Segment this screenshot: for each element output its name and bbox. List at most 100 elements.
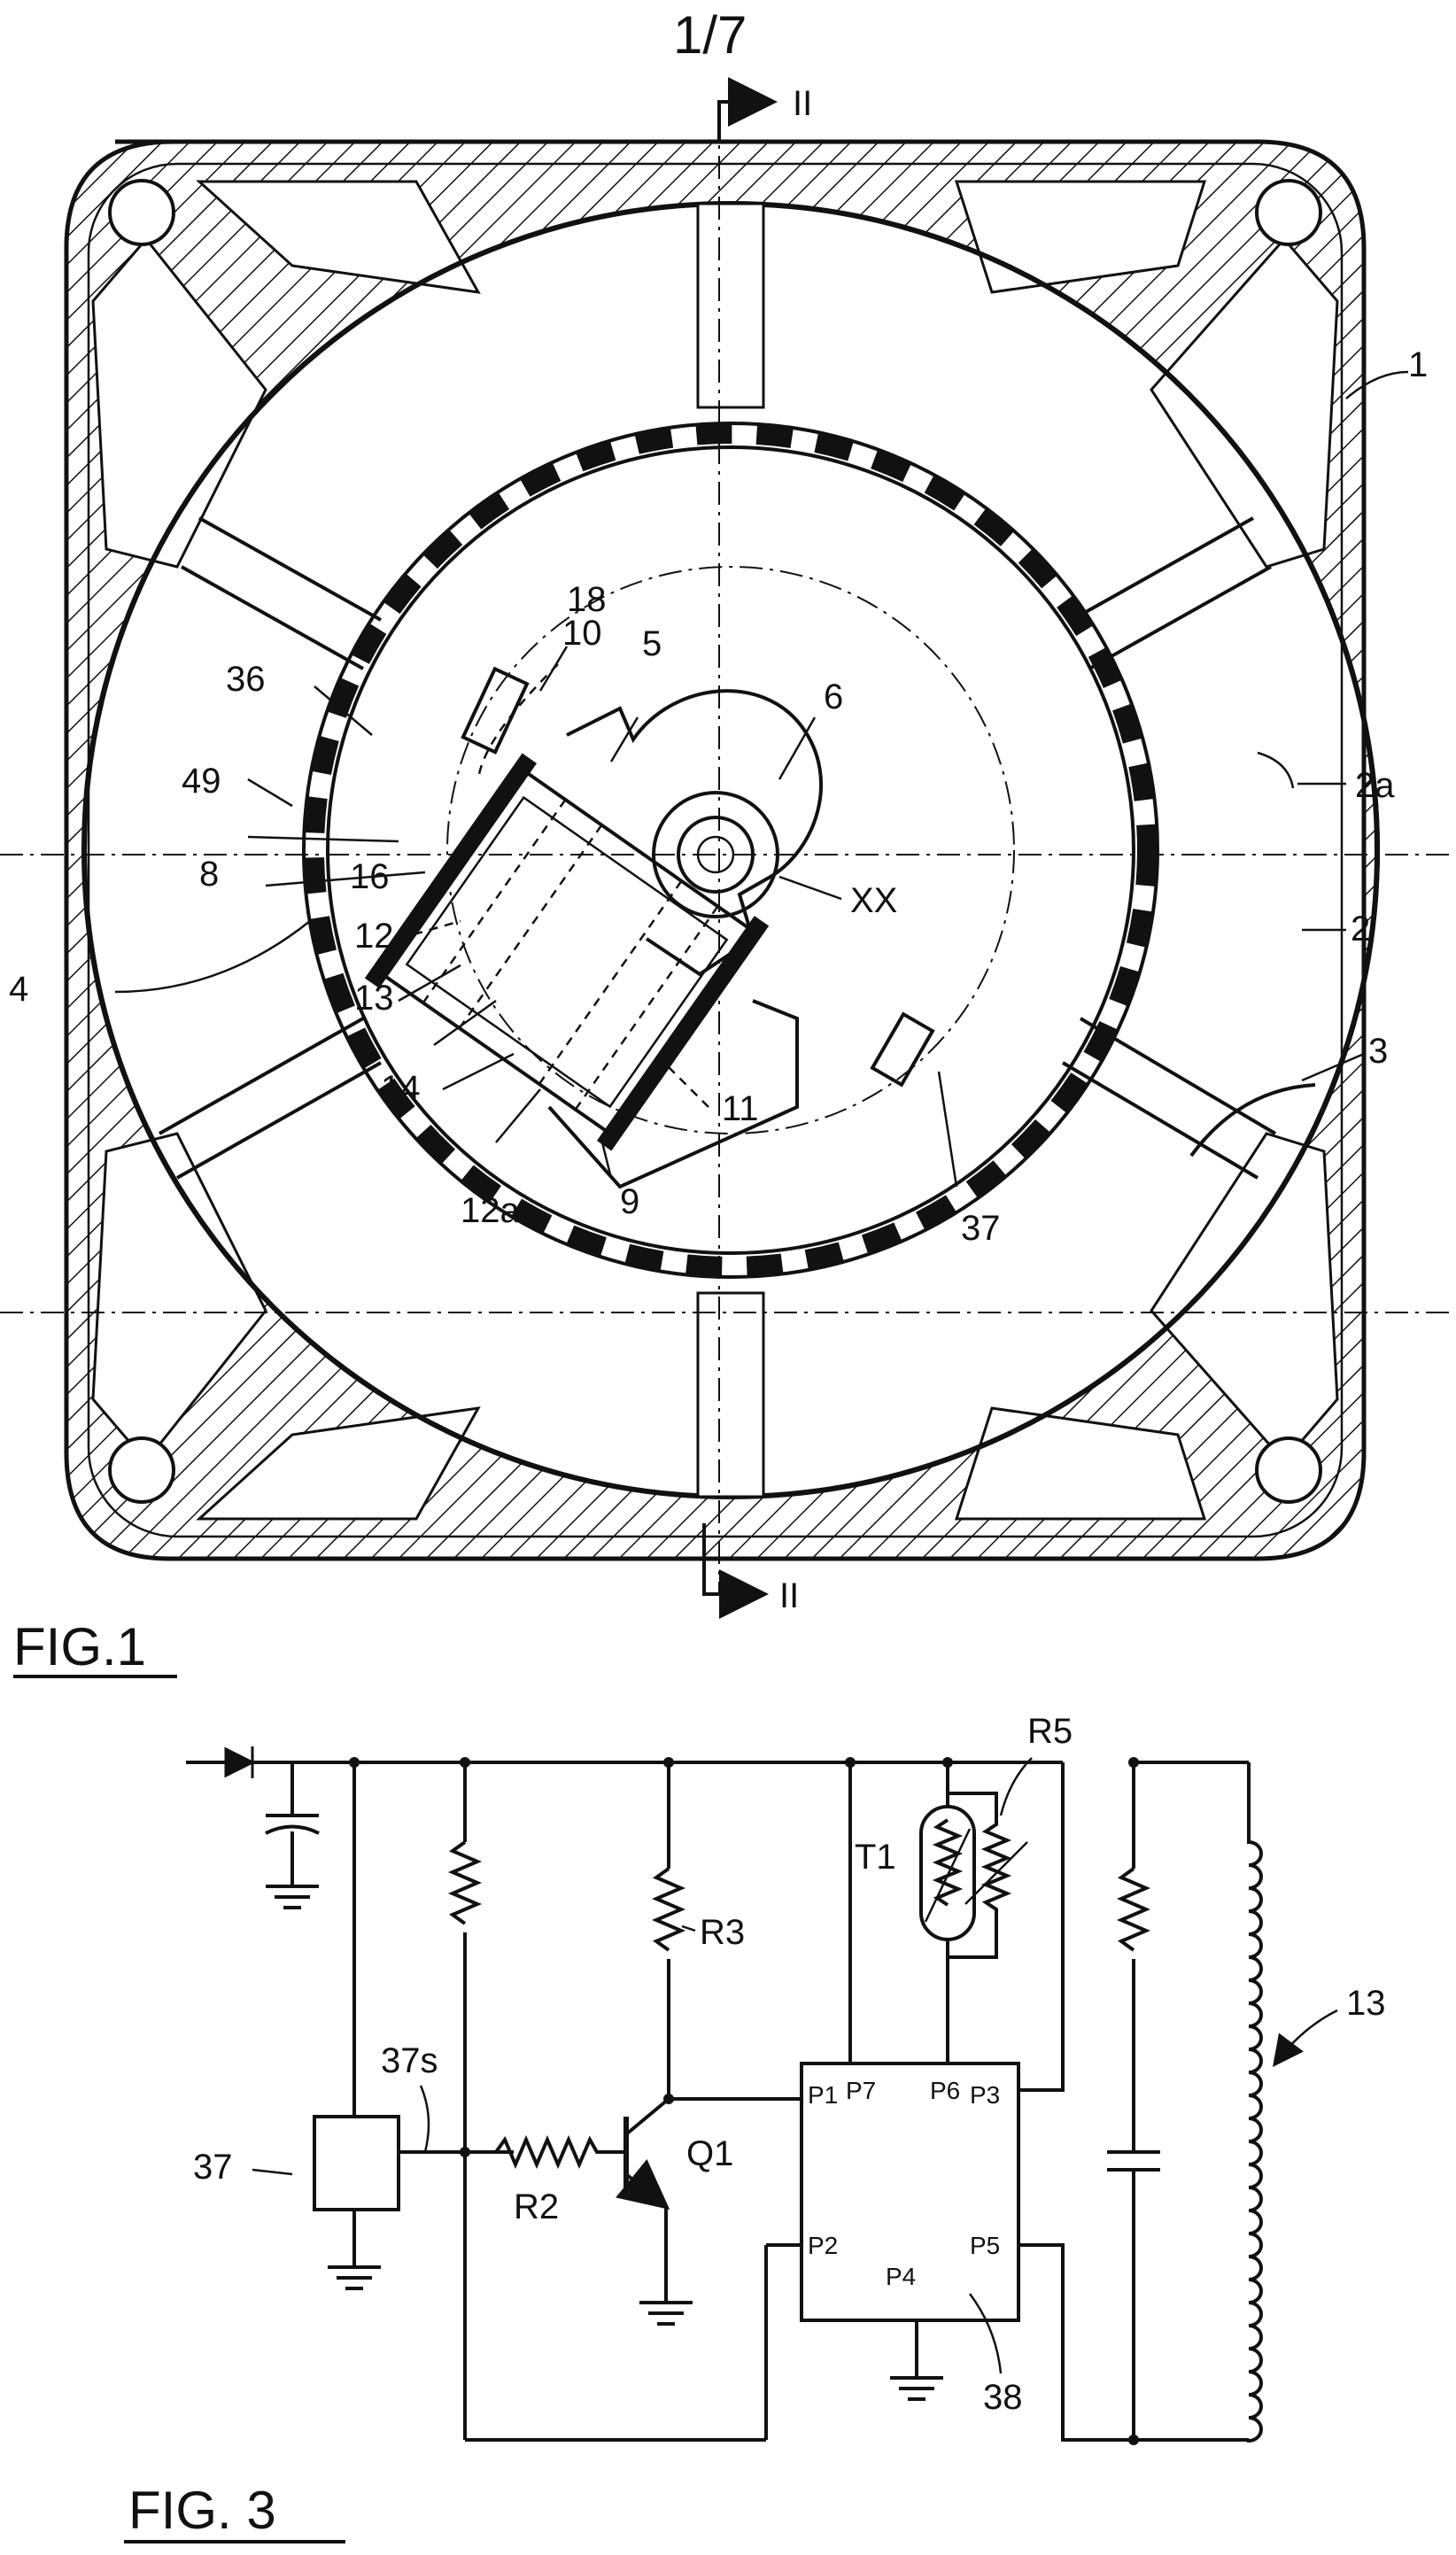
r5-arrow (964, 1841, 1028, 1905)
q1-label: Q1 (686, 2134, 733, 2173)
hub-inner (326, 445, 1135, 1255)
capacitor-input (265, 1814, 320, 1835)
label-12a: 12a (461, 1191, 520, 1230)
coil-assembly (364, 753, 770, 1151)
ground-q1 (639, 2207, 693, 2326)
t1-label: T1 (855, 1838, 896, 1877)
pin-p5: P5 (970, 2232, 1000, 2259)
ground-sensor (328, 2210, 381, 2290)
ground-ic (890, 2320, 943, 2401)
p5-line (1018, 2243, 1249, 2442)
ic-label: 38 (983, 2378, 1023, 2417)
label-49: 49 (182, 762, 221, 801)
fig3-circuit: 37 37s R2 Q1 R3 P1 P7 P6 (186, 1712, 1386, 2445)
shaft (696, 835, 735, 874)
r2-label: R2 (514, 2187, 559, 2226)
bearing-boss (652, 791, 779, 918)
label-11: 11 (722, 1089, 759, 1128)
snubber-resistor (1116, 1867, 1151, 1952)
section-mark-bottom: II (779, 1576, 799, 1615)
ic-38 (800, 2062, 1020, 2322)
sheet-number: 1/7 (673, 5, 747, 65)
section-mark-top: II (793, 84, 812, 123)
label-6: 6 (824, 677, 843, 716)
sensor-output-label: 37s (381, 2041, 438, 2080)
sensor-37-block (313, 2115, 400, 2211)
hub-outer (302, 422, 1159, 1279)
label-10: 10 (562, 614, 602, 653)
sensor-37-label: 37 (193, 2148, 233, 2187)
coil-13 (1247, 1762, 1263, 2443)
pin-p2: P2 (808, 2232, 838, 2259)
label-18: 18 (567, 580, 607, 619)
label-12: 12 (354, 917, 394, 956)
mounting-hole-br (1255, 1436, 1322, 1504)
label-2a: 2a (1355, 766, 1395, 805)
label-9: 9 (620, 1182, 639, 1221)
section-arrow-top (717, 77, 778, 142)
pocket-top-left (196, 180, 481, 294)
fig1-fan-housing: II II (0, 77, 1456, 1619)
label-14: 14 (381, 1069, 421, 1108)
mounting-hole-tr (1255, 179, 1322, 246)
fig3-caption: FIG. 3 (128, 2481, 276, 2540)
frame-inner-outline (87, 162, 1344, 1538)
pullup-resistor (447, 1840, 483, 1925)
feature-3-curve (1189, 1083, 1316, 1157)
mounting-hole-bl (108, 1436, 175, 1504)
p3-line (1018, 1762, 1065, 2092)
pocket-right-top (1150, 236, 1339, 569)
pin-p6: P6 (930, 2077, 960, 2104)
lower-plate (547, 999, 799, 1189)
sensor-18-box (461, 666, 530, 755)
thermistor-t1 (932, 1818, 964, 1907)
fig1-caption: FIG.1 (13, 1617, 146, 1676)
sensor-37-leader (252, 2168, 293, 2176)
pocket-bottom-left (196, 1406, 481, 1521)
diode (224, 1746, 256, 1778)
q1-collector (624, 2097, 670, 2136)
sensor-output-leader (419, 2085, 430, 2153)
thermistor-arrow (924, 1828, 972, 1923)
label-13: 13 (354, 979, 394, 1018)
label-4: 4 (9, 970, 28, 1009)
section-arrow-bottom (702, 1523, 769, 1619)
r5-label: R5 (1027, 1712, 1073, 1751)
resistor-r2 (494, 2134, 620, 2170)
resistor-r5 (948, 1792, 1012, 1959)
snubber-capacitor (1107, 2150, 1160, 2172)
label-2: 2 (1351, 910, 1370, 948)
q1-emitter (616, 2158, 670, 2210)
pin-p1: P1 (808, 2081, 838, 2109)
label-3: 3 (1368, 1032, 1388, 1071)
r3-label: R3 (700, 1913, 745, 1952)
r3-leader (681, 1924, 696, 1932)
coil-label: 13 (1346, 1984, 1386, 2023)
rotor-path-circle (446, 566, 1015, 1134)
mounting-hole-tl (108, 179, 175, 246)
r5-leader (999, 1757, 1033, 1816)
label-5: 5 (642, 624, 662, 663)
stator-plate-outline (566, 689, 824, 977)
leader-lines (114, 370, 1409, 1188)
ground-input (266, 1831, 319, 1909)
resistor-r3 (651, 1867, 686, 1952)
pocket-left-top (91, 236, 267, 569)
junction-dots (349, 1757, 1139, 2445)
feature-2a-notch (1257, 751, 1295, 789)
label-8: 8 (199, 855, 219, 894)
pin-p3: P3 (970, 2081, 1000, 2109)
label-37: 37 (961, 1209, 1001, 1248)
hub-ring-hatched (305, 424, 1157, 1276)
label-xx: XX (850, 881, 897, 920)
sensor-37-box (870, 1011, 935, 1088)
coil-leader (1272, 2009, 1338, 2067)
label-1: 1 (1408, 345, 1428, 384)
ic-leader (968, 2293, 1003, 2374)
label-16: 16 (350, 857, 390, 896)
pin-p7: P7 (846, 2077, 876, 2104)
label-36: 36 (226, 660, 266, 699)
pin-p4: P4 (886, 2263, 916, 2290)
